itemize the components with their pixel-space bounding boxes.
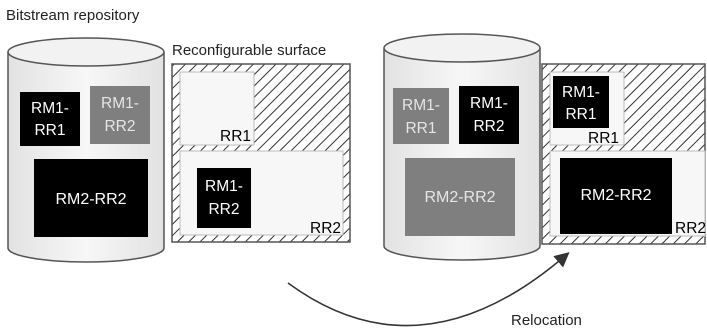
module-label: RM2-RR2 xyxy=(580,187,651,204)
relocation-arrow xyxy=(287,252,570,327)
module-label-line1: RM1- xyxy=(31,100,69,117)
right-surface: RR1 RR2 RM1- RR1 RM2-RR2 xyxy=(541,63,706,245)
right-repo-rm2-rr2-module: RM2-RR2 xyxy=(405,158,515,236)
module-label-line2: RR2 xyxy=(104,118,135,135)
left-repo-rm1-rr2-module: RM1- RR2 xyxy=(90,86,150,144)
region-rr1-label: RR1 xyxy=(220,128,251,145)
right-surface-rm2-rr2-module: RM2-RR2 xyxy=(560,158,672,234)
module-label-line2: RR2 xyxy=(473,118,504,135)
module-label-line1: RM1- xyxy=(205,178,243,195)
left-surface-rm1-rr2-module: RM1- RR2 xyxy=(197,168,251,228)
region-rr2-label: RR2 xyxy=(675,220,706,237)
module-label-line2: RR1 xyxy=(565,106,596,123)
region-rr2-label: RR2 xyxy=(310,220,341,237)
module-label-line2: RR2 xyxy=(208,201,239,218)
relocation-label: Relocation xyxy=(511,312,582,329)
left-repo-rm1-rr1-module: RM1- RR1 xyxy=(20,92,80,146)
region-rr1-label: RR1 xyxy=(588,130,619,147)
module-label-line2: RR1 xyxy=(34,122,65,139)
module-label: RM2-RR2 xyxy=(55,191,126,208)
module-label-line1: RM1- xyxy=(101,95,139,112)
module-label: RM2-RR2 xyxy=(424,189,495,206)
surface-label: Reconfigurable surface xyxy=(172,42,326,59)
repository-label: Bitstream repository xyxy=(6,7,140,24)
module-label-line2: RR1 xyxy=(405,120,436,137)
module-label-line1: RM1- xyxy=(470,95,508,112)
module-label-line1: RM1- xyxy=(562,84,600,101)
module-label-line1: RM1- xyxy=(402,97,440,114)
right-repo-rm1-rr2-module: RM1- RR2 xyxy=(459,86,519,144)
right-surface-rm1-rr1-module: RM1- RR1 xyxy=(553,76,609,128)
left-surface: RR1 RR2 RM1- RR2 xyxy=(171,63,351,243)
left-repo-rm2-rr2-module: RM2-RR2 xyxy=(34,159,148,237)
right-repo-rm1-rr1-module: RM1- RR1 xyxy=(393,88,449,144)
